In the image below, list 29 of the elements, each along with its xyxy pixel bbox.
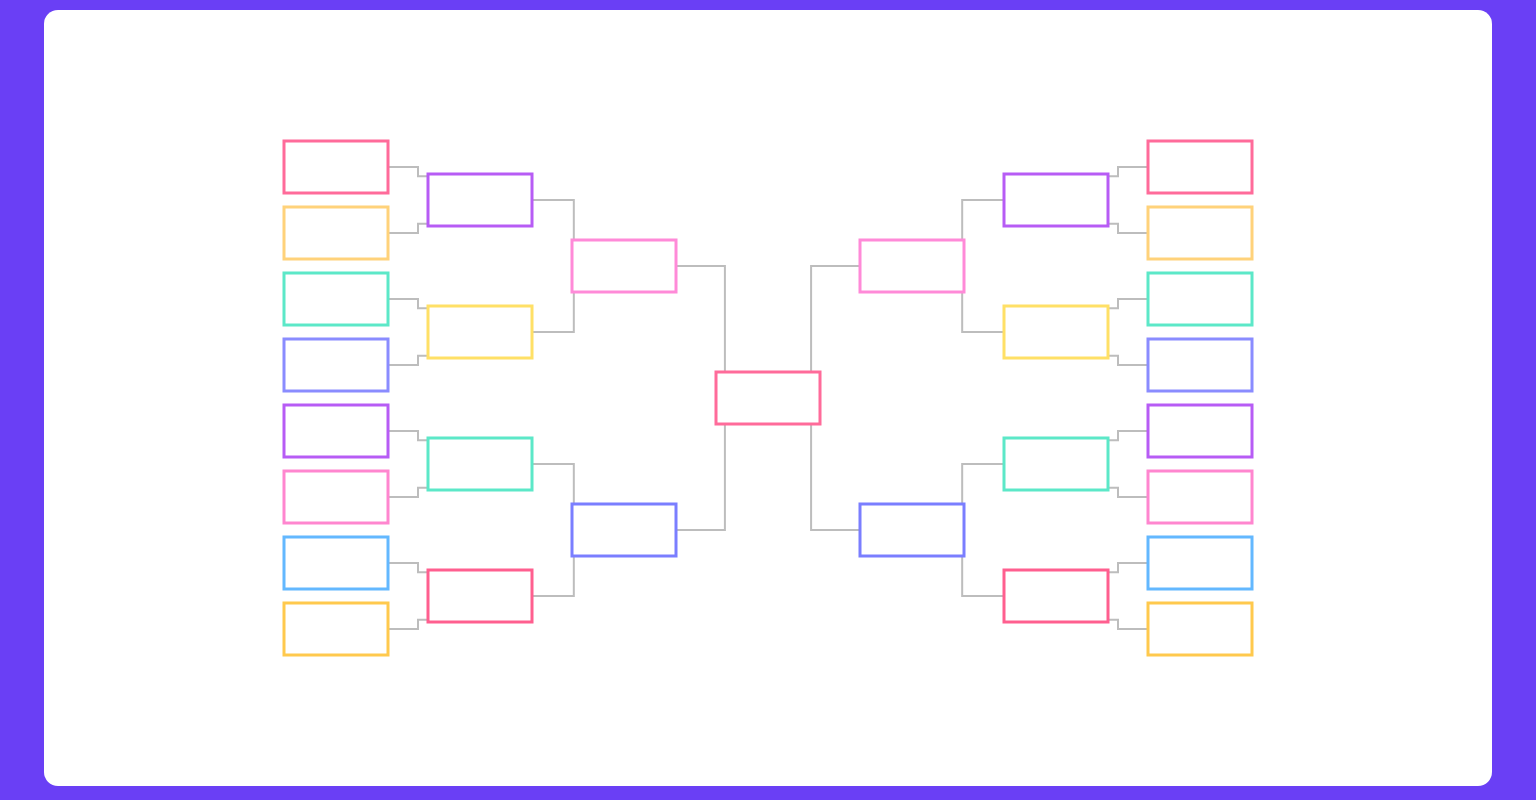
node-box: [282, 271, 390, 327]
node-box: [1002, 568, 1110, 624]
node-box: [426, 436, 534, 492]
node-box: [570, 238, 678, 294]
node-box: [282, 139, 390, 195]
node-box: [1146, 403, 1254, 459]
node-box: [1146, 469, 1254, 525]
node-box: [1002, 436, 1110, 492]
node-box: [1146, 139, 1254, 195]
node-box: [570, 502, 678, 558]
node-box: [426, 172, 534, 228]
node-box: [282, 205, 390, 261]
node-box: [426, 568, 534, 624]
node-box: [1146, 337, 1254, 393]
node-box: [1146, 205, 1254, 261]
node-box: [1146, 271, 1254, 327]
node-box: [1002, 304, 1110, 360]
node-box: [282, 403, 390, 459]
node-box: [714, 370, 822, 426]
node-box: [282, 601, 390, 657]
node-box: [1146, 601, 1254, 657]
node-box: [426, 304, 534, 360]
node-box: [1146, 535, 1254, 591]
node-box: [858, 502, 966, 558]
node-box: [282, 469, 390, 525]
node-box: [282, 535, 390, 591]
node-box: [858, 238, 966, 294]
node-box: [282, 337, 390, 393]
node-box: [1002, 172, 1110, 228]
